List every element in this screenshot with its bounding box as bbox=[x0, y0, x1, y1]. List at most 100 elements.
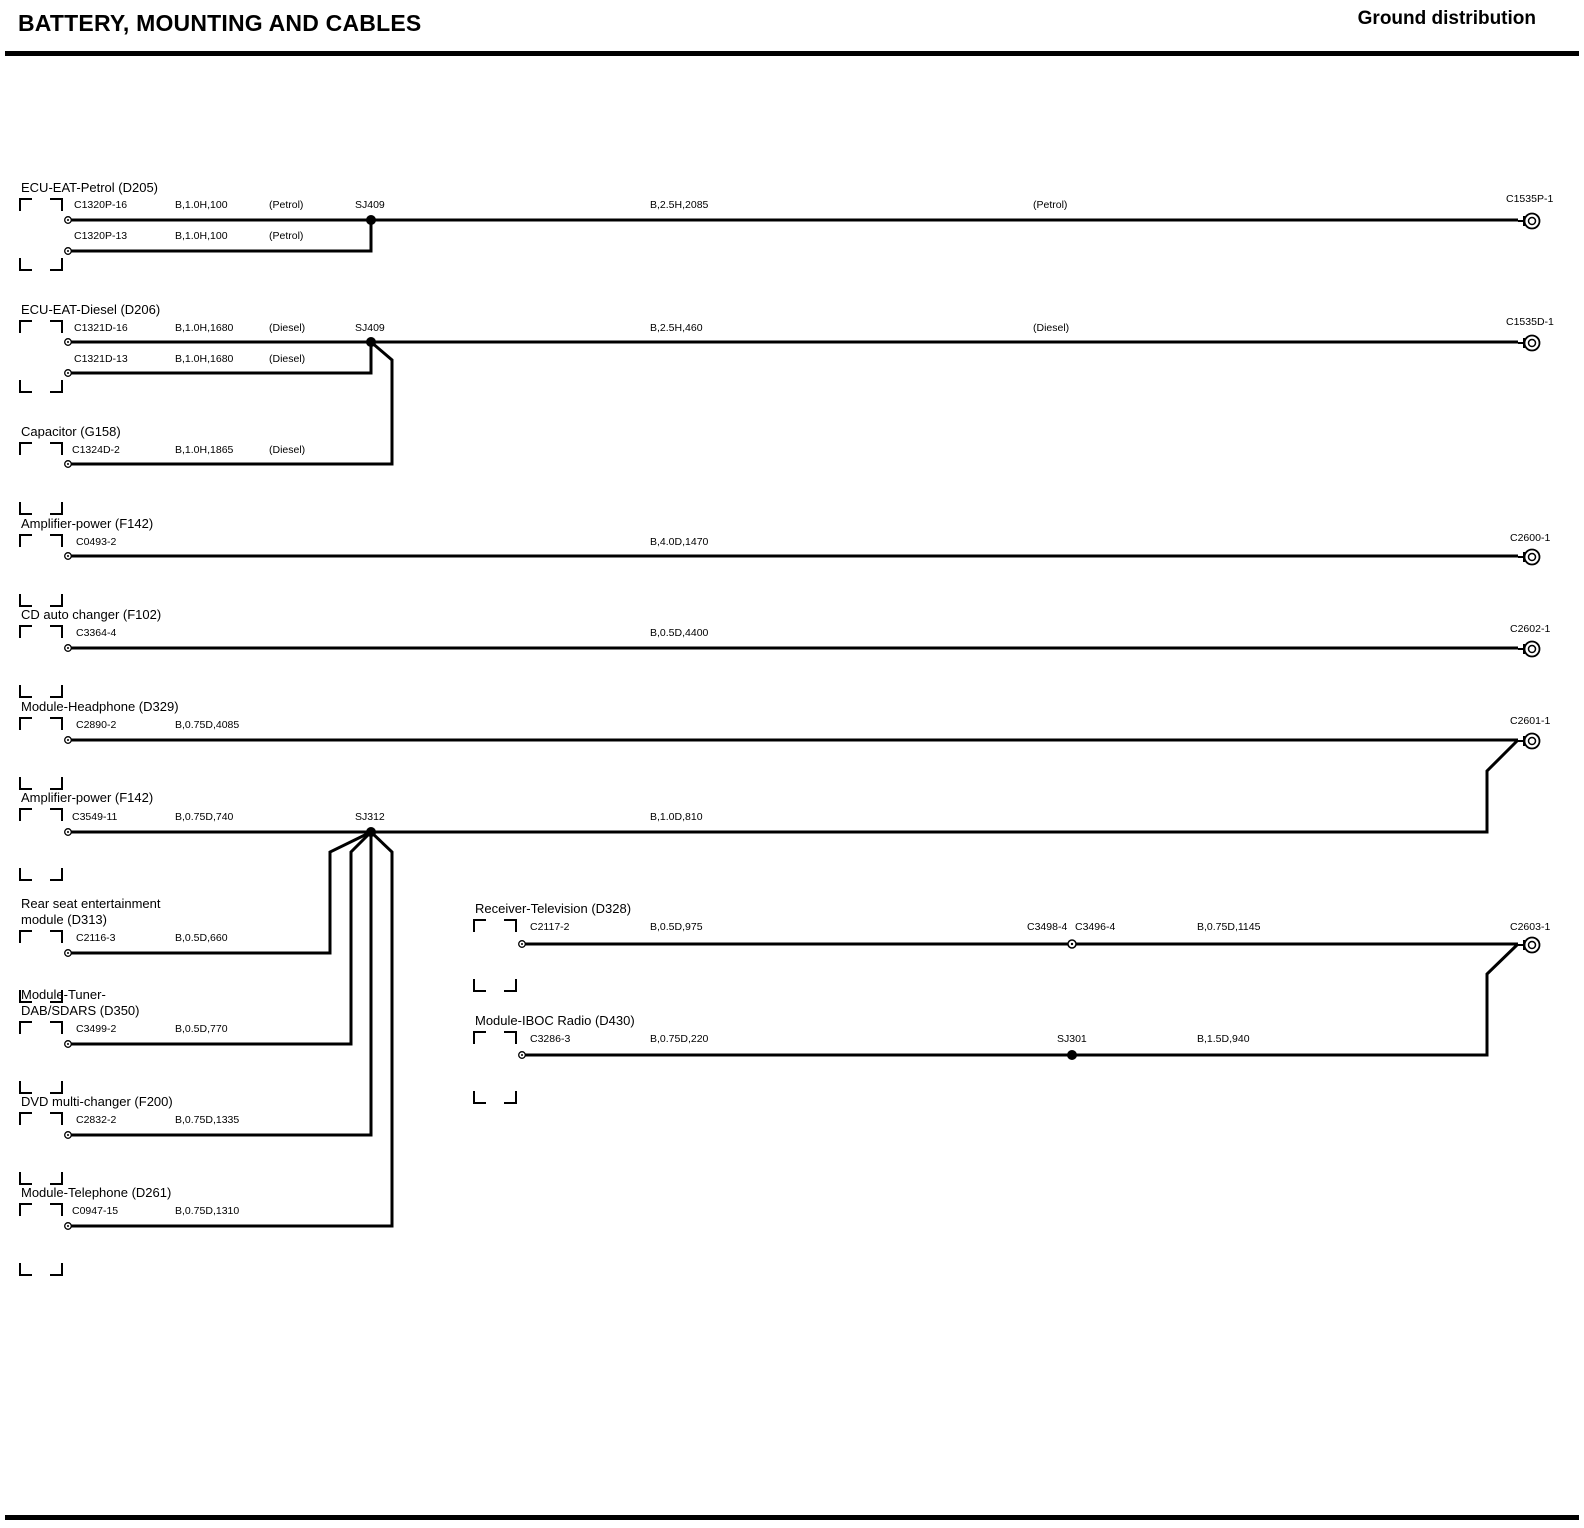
wire-label-petrol-main: B,2.5H,2085 bbox=[650, 199, 709, 211]
device-label-module-telephone: Module-Telephone (D261) bbox=[21, 1185, 171, 1200]
connector-label-c3549-11: C3549-11 bbox=[72, 811, 117, 823]
device-label-ecu-eat-petrol: ECU-EAT-Petrol (D205) bbox=[21, 180, 158, 195]
option-label-petrol-1: (Petrol) bbox=[269, 199, 303, 211]
device-label-module-headphone: Module-Headphone (D329) bbox=[21, 699, 179, 714]
wire-label-c3364-4: B,0.5D,4400 bbox=[650, 627, 709, 639]
device-label-module-iboc-radio: Module-IBOC Radio (D430) bbox=[475, 1013, 635, 1028]
terminal-icon bbox=[518, 940, 526, 948]
connector-label-c3496-4: C3496-4 bbox=[1075, 921, 1115, 933]
ground-icon bbox=[1517, 212, 1541, 230]
terminal-icon bbox=[64, 1222, 72, 1230]
terminal-icon bbox=[518, 1051, 526, 1059]
wire-c3499-2 bbox=[68, 830, 373, 1046]
splice-label-sj301: SJ301 bbox=[1057, 1033, 1087, 1045]
device-bracket-module-headphone bbox=[19, 717, 63, 790]
device-label-receiver-television: Receiver-Television (D328) bbox=[475, 901, 631, 916]
splice-sj409-diesel bbox=[366, 337, 376, 347]
wire-sj312-main bbox=[68, 738, 1520, 834]
connector-label-c1321d-13: C1321D-13 bbox=[74, 353, 128, 365]
device-bracket-capacitor bbox=[19, 442, 63, 515]
option-label-petrol-2: (Petrol) bbox=[269, 230, 303, 242]
ground-icon bbox=[1517, 640, 1541, 658]
terminal-icon bbox=[64, 644, 72, 652]
wire-c1320p-13 bbox=[68, 220, 373, 253]
device-bracket-receiver-television bbox=[473, 919, 517, 992]
connector-label-c1320p-16: C1320P-16 bbox=[74, 199, 127, 211]
wire-label-c1320p-16: B,1.0H,100 bbox=[175, 199, 228, 211]
terminal-icon bbox=[64, 1131, 72, 1139]
device-bracket-ecu-eat-diesel bbox=[19, 320, 63, 393]
terminal-icon bbox=[64, 369, 72, 377]
connector-label-c1324d-2: C1324D-2 bbox=[72, 444, 120, 456]
device-label-capacitor: Capacitor (G158) bbox=[21, 424, 121, 439]
device-label-amplifier-power-1: Amplifier-power (F142) bbox=[21, 516, 153, 531]
footer-rule bbox=[5, 1515, 1579, 1520]
terminal-icon bbox=[64, 1040, 72, 1048]
splice-label-sj409-a: SJ409 bbox=[355, 199, 385, 211]
device-bracket-module-iboc-radio bbox=[473, 1031, 517, 1104]
wire-label-diesel-main: B,2.5H,460 bbox=[650, 322, 703, 334]
section-title: Ground distribution bbox=[1357, 8, 1536, 29]
ground-icon bbox=[1517, 334, 1541, 352]
wire-label-c0493-2: B,4.0D,1470 bbox=[650, 536, 709, 548]
block-tv-and-iboc: Receiver-Television (D328) C2117-2 B,0.5… bbox=[473, 901, 1550, 1104]
option-label-diesel-3: (Diesel) bbox=[1033, 322, 1069, 334]
option-label-diesel-4: (Diesel) bbox=[269, 444, 305, 456]
wire-label-c1324d-2: B,1.0H,1865 bbox=[175, 444, 234, 456]
page-title: BATTERY, MOUNTING AND CABLES bbox=[18, 10, 422, 36]
connector-label-c2832-2: C2832-2 bbox=[76, 1114, 116, 1126]
ground-label-c2602-1: C2602-1 bbox=[1510, 623, 1550, 635]
ground-icon bbox=[1517, 548, 1541, 566]
terminal-icon bbox=[64, 216, 72, 224]
wire-label-c2116-3: B,0.5D,660 bbox=[175, 932, 228, 944]
option-label-diesel-2: (Diesel) bbox=[269, 353, 305, 365]
device-label-dvd-multi-changer: DVD multi-changer (F200) bbox=[21, 1094, 173, 1109]
wire-label-c3549-11: B,0.75D,740 bbox=[175, 811, 234, 823]
wire-label-c2832-2: B,0.75D,1335 bbox=[175, 1114, 239, 1126]
block-cd-auto-changer: CD auto changer (F102) C3364-4 B,0.5D,44… bbox=[19, 607, 1550, 698]
wire-label-c1321d-16: B,1.0H,1680 bbox=[175, 322, 234, 334]
wire-c1321d-13 bbox=[68, 342, 373, 375]
connector-label-c0947-15: C0947-15 bbox=[72, 1205, 118, 1217]
connector-label-c0493-2: C0493-2 bbox=[76, 536, 116, 548]
device-label-cd-auto-changer: CD auto changer (F102) bbox=[21, 607, 161, 622]
ground-label-c2603-1: C2603-1 bbox=[1510, 921, 1550, 933]
wire-c1324d-2 bbox=[68, 340, 394, 466]
block-amplifier-power-1: Amplifier-power (F142) C0493-2 B,4.0D,14… bbox=[19, 516, 1550, 607]
device-label-amplifier-power-2: Amplifier-power (F142) bbox=[21, 790, 153, 805]
terminal-icon bbox=[64, 338, 72, 346]
wire-label-c1321d-13: B,1.0H,1680 bbox=[175, 353, 234, 365]
device-bracket-module-telephone bbox=[19, 1203, 63, 1276]
device-label-rear-seat-entertainment: Rear seat entertainment bbox=[21, 896, 161, 911]
wire-label-c3286-3: B,0.75D,220 bbox=[650, 1033, 709, 1045]
connector-label-c1320p-13: C1320P-13 bbox=[74, 230, 127, 242]
connector-label-c3499-2: C3499-2 bbox=[76, 1023, 116, 1035]
header-rule bbox=[5, 51, 1579, 56]
device-bracket-cd-auto-changer bbox=[19, 625, 63, 698]
wire-label-c1320p-13: B,1.0H,100 bbox=[175, 230, 228, 242]
device-label-module-tuner-2: DAB/SDARS (D350) bbox=[21, 1003, 139, 1018]
option-label-petrol-3: (Petrol) bbox=[1033, 199, 1067, 211]
wire-label-c2890-2: B,0.75D,4085 bbox=[175, 719, 239, 731]
ground-icon bbox=[1517, 936, 1541, 954]
splice-sj409-petrol bbox=[366, 215, 376, 225]
connector-label-c1321d-16: C1321D-16 bbox=[74, 322, 128, 334]
terminal-icon bbox=[64, 949, 72, 957]
inline-connector-icon bbox=[1067, 939, 1077, 949]
connector-label-c2890-2: C2890-2 bbox=[76, 719, 116, 731]
ground-label-c2601-1: C2601-1 bbox=[1510, 715, 1550, 727]
connector-label-c2116-3: C2116-3 bbox=[76, 932, 116, 944]
splice-sj312 bbox=[366, 827, 376, 837]
wire-label-c0947-15: B,0.75D,1310 bbox=[175, 1205, 239, 1217]
device-bracket-dvd-multi-changer bbox=[19, 1112, 63, 1185]
ground-icon bbox=[1517, 732, 1541, 750]
connector-label-c3364-4: C3364-4 bbox=[76, 627, 116, 639]
wire-label-sj312-main: B,1.0D,810 bbox=[650, 811, 703, 823]
block-ecu-eat-petrol: ECU-EAT-Petrol (D205) C1320P-16 B,1.0H,1… bbox=[19, 180, 1553, 271]
ground-label-c1535d-1: C1535D-1 bbox=[1506, 316, 1554, 328]
splice-sj301 bbox=[1067, 1050, 1077, 1060]
wire-c0947-15 bbox=[68, 830, 394, 1228]
device-label-ecu-eat-diesel: ECU-EAT-Diesel (D206) bbox=[21, 302, 160, 317]
ground-label-c1535p-1: C1535P-1 bbox=[1506, 193, 1553, 205]
